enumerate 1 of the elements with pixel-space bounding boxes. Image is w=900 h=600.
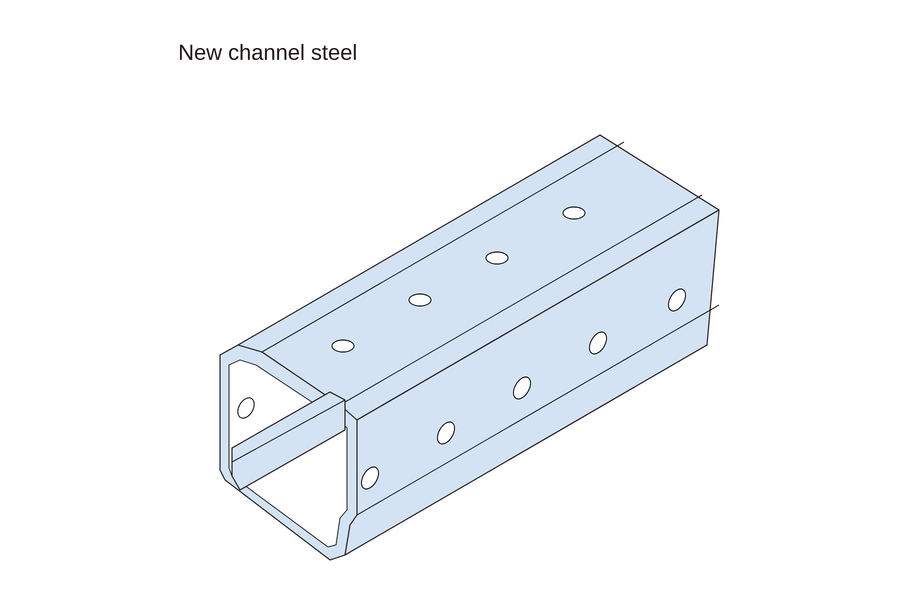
title: New channel steel [180, 44, 356, 60]
